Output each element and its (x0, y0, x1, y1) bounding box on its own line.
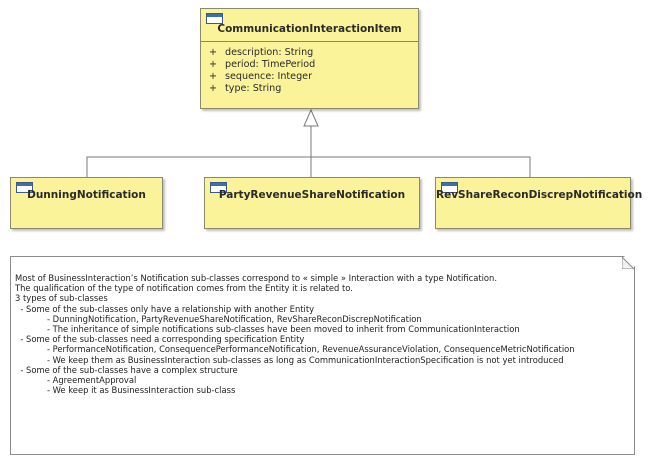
class-name: DunningNotification (27, 189, 146, 201)
diagram-note[interactable]: Most of BusinessInteraction’s Notificati… (10, 256, 635, 455)
class-dunning-notification[interactable]: DunningNotification (10, 177, 163, 229)
attribute-visibility: + (209, 47, 218, 58)
note-fold-corner (622, 257, 634, 269)
note-line: - We keep it as BusinessInteraction sub-… (15, 385, 236, 396)
attribute-visibility: + (209, 71, 218, 82)
note-line: The qualification of the type of notific… (15, 283, 353, 294)
class-revshare-recon-discrep-notification[interactable]: RevShareReconDiscrepNotification (435, 177, 643, 229)
generalization-line-dunning (86, 156, 311, 177)
note-text: Most of BusinessInteraction’s Notificati… (15, 273, 575, 395)
attribute-text: description: String (225, 47, 314, 58)
class-icon (441, 182, 458, 193)
class-communication-interaction-item[interactable]: CommunicationInteractionItem + descripti… (200, 8, 419, 109)
note-line: - The inheritance of simple notification… (15, 323, 520, 334)
class-divider (201, 41, 418, 42)
generalization-arrowhead (303, 108, 319, 127)
attribute-text: type: String (225, 83, 282, 94)
class-name: CommunicationInteractionItem (217, 23, 402, 35)
note-line: - Some of the sub-classes only have a re… (15, 303, 315, 314)
note-line: - DunningNotification, PartyRevenueShare… (15, 313, 422, 324)
class-name: PartyRevenueShareNotification (218, 189, 406, 201)
note-line: 3 types of sub-classes (15, 293, 108, 304)
attribute-visibility: + (209, 83, 218, 94)
class-party-revenue-share-notification[interactable]: PartyRevenueShareNotification (204, 177, 420, 229)
note-line: - We keep them as BusinessInteraction su… (15, 354, 564, 365)
class-name: RevShareReconDiscrepNotification (436, 189, 643, 201)
class-icon (206, 13, 223, 24)
attribute-text: period: TimePeriod (225, 59, 316, 70)
generalization-line-revsharerecon (311, 156, 531, 177)
note-line: - AgreementApproval (15, 374, 137, 385)
attribute-visibility: + (209, 59, 218, 70)
note-line: - Some of the sub-classes have a complex… (15, 364, 238, 375)
note-line: Most of BusinessInteraction’s Notificati… (15, 273, 498, 283)
note-line: - Some of the sub-classes need a corresp… (15, 334, 305, 345)
class-icon (210, 182, 227, 193)
attribute-text: sequence: Integer (225, 71, 313, 82)
class-icon (16, 182, 33, 193)
note-line: - PerformanceNotification, ConsequencePe… (15, 344, 575, 355)
